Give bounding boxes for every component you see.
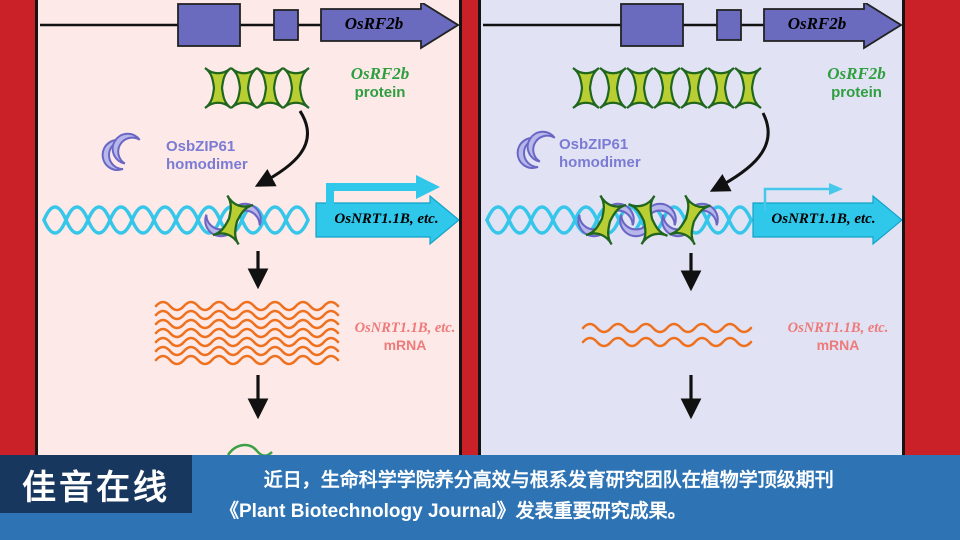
homodimer-icon xyxy=(516,125,557,169)
protein-label-word: protein xyxy=(354,84,406,102)
panel-right-condition: OsRF2b OsRF2b protein OsbZIP61 homodimer… xyxy=(478,0,905,458)
mrna-label-gene: OsNRT1.1B, etc. xyxy=(354,320,456,336)
tf-complex-group xyxy=(577,194,719,246)
homodimer-label-gene: OsbZIP61 xyxy=(166,138,236,155)
mrna-label: OsNRT1.1B, etc. mRNA xyxy=(777,320,899,354)
protein-label-word: protein xyxy=(831,84,882,102)
banner-line-2: 《Plant Biotechnology Journal》发表重要研究成果。 xyxy=(220,501,687,522)
gene-structure xyxy=(40,3,459,50)
activation-curved-arrow xyxy=(254,110,309,187)
protein-molecules xyxy=(571,66,763,110)
mrna-label-word: mRNA xyxy=(383,337,427,354)
mrna-transcripts xyxy=(154,300,340,366)
mrna-transcripts xyxy=(581,322,753,348)
protein-label-gene: OsRF2b xyxy=(350,64,410,83)
protein-molecules xyxy=(203,66,311,110)
homodimer-label-word: homodimer xyxy=(166,155,248,173)
homodimer-label-word: homodimer xyxy=(559,153,641,171)
brand-box: 佳音在线 xyxy=(0,455,192,513)
banner-line-1: 近日，生命科学学院养分高效与根系发育研究团队在植物学顶级期刊 xyxy=(263,470,834,491)
banner-text: 近日，生命科学学院养分高效与根系发育研究团队在植物学顶级期刊 《Plant Bi… xyxy=(220,465,950,527)
protein-label-gene: OsRF2b xyxy=(827,64,886,83)
pathway-diagram-right xyxy=(483,3,902,420)
dna-helix xyxy=(485,205,753,235)
target-gene-arrow xyxy=(315,194,459,246)
tf-complex xyxy=(204,194,262,246)
homodimer-label: OsbZIP61 homodimer xyxy=(559,136,641,171)
target-gene-label: OsNRT1.1B, etc. xyxy=(771,211,876,227)
homodimer-icon xyxy=(101,127,142,171)
target-gene-label: OsNRT1.1B, etc. xyxy=(334,211,439,227)
protein-label: OsRF2b protein xyxy=(330,64,430,102)
homodimer-label-gene: OsbZIP61 xyxy=(559,136,629,153)
mrna-label-word: mRNA xyxy=(816,337,860,354)
news-banner: 近日，生命科学学院养分高效与根系发育研究团队在植物学顶级期刊 《Plant Bi… xyxy=(0,455,960,540)
transcription-start-arrow-weak xyxy=(763,183,843,211)
brand-label: 佳音在线 xyxy=(22,468,170,507)
gene-name-label: OsRF2b xyxy=(344,14,404,33)
dna-helix xyxy=(42,205,310,235)
mrna-label: OsNRT1.1B, etc. mRNA xyxy=(344,320,466,354)
panel-left-condition: OsRF2b OsRF2b protein OsbZIP61 homodimer… xyxy=(35,0,462,458)
gene-structure xyxy=(483,3,902,50)
protein-label: OsRF2b protein xyxy=(809,64,904,102)
homodimer-label: OsbZIP61 homodimer xyxy=(166,138,248,173)
target-gene-arrow xyxy=(752,194,902,246)
transcription-start-arrow-strong xyxy=(326,175,440,213)
gene-name-label: OsRF2b xyxy=(787,14,847,33)
mrna-label-gene: OsNRT1.1B, etc. xyxy=(787,320,889,336)
activation-curved-arrow xyxy=(709,112,770,192)
